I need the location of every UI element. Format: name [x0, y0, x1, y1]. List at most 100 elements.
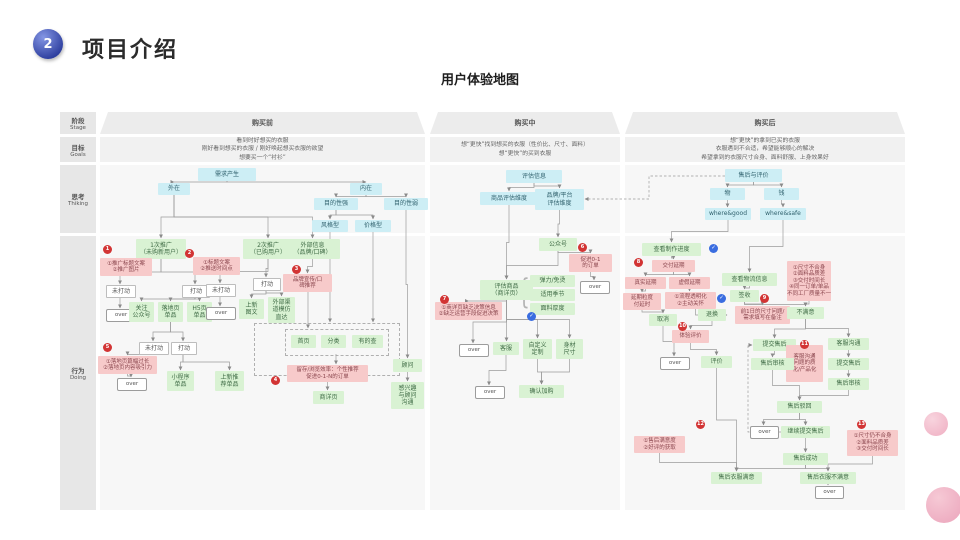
branch-node-n110: 未打动 [106, 285, 136, 298]
thought-node-n305: where&safe [760, 208, 806, 220]
page-title: 项目介绍 [82, 38, 179, 63]
painpoint-node-n333: ①售后满意度 ②好评的获取 [634, 436, 685, 453]
painpoint-node-n211: ①商详页缺乏决策信息 ②缺乏运营手段促进决策 [435, 302, 502, 320]
action-node-n214: 自定义 定制 [523, 339, 552, 359]
branch-node-n136: 未打动 [206, 284, 236, 297]
check-badge-bb21: ✓ [527, 312, 536, 321]
action-node-n128: 顾问 [393, 359, 422, 372]
over-node-n137: over [206, 307, 236, 320]
dashed-group-2 [285, 329, 389, 356]
over-node-n216: over [475, 386, 505, 399]
pain-badge-b21: 6 [578, 243, 587, 252]
action-node-n336: 售后衣服不满意 [800, 472, 856, 484]
pain-badge-b22: 7 [440, 295, 449, 304]
row-label-zh: 阶段 [71, 117, 85, 125]
action-node-n116: 2次推广 （已购用户） [243, 239, 293, 259]
over-node-n337: over [815, 486, 844, 499]
thought-node-n106: 风格型 [312, 220, 348, 232]
action-node-n113: 关注 公众号 [129, 302, 154, 322]
pain-badge-b11: 1 [103, 245, 112, 254]
decorative-circle-large [926, 487, 960, 523]
over-node-n320: over [660, 357, 690, 370]
action-node-n135: 上新推 荐单品 [215, 371, 244, 391]
thought-node-n101: 需求产生 [198, 168, 256, 181]
painpoint-node-n109: ①推广标题文案 ②推广图片 [100, 258, 152, 276]
pain-badge-b15: 5 [103, 343, 112, 352]
thought-node-n105: 目的性弱 [384, 198, 428, 210]
action-node-n326: 提交售后 [828, 358, 869, 370]
action-node-n332: 售后成功 [783, 453, 828, 465]
branch-node-n130: 未打动 [139, 342, 169, 355]
pain-badge-b37: 12 [696, 420, 705, 429]
pain-badge-b33: 8 [634, 258, 643, 267]
thought-node-n201: 评估信息 [506, 170, 562, 183]
painpoint-node-n122: 品牌宣传/口 碑推荐 [283, 274, 332, 292]
action-node-n129: 感兴趣 与顾问 沟通 [391, 382, 424, 409]
row-label-en: Doing [69, 375, 87, 381]
action-node-n120: 外部渠 道模仿 直达 [268, 297, 295, 323]
decorative-circle-small [924, 412, 948, 436]
check-badge-b31: ✓ [709, 244, 718, 253]
pain-badge-b36: 11 [800, 340, 809, 349]
action-node-n207: 评估商品 （商详页） [480, 280, 533, 300]
painpoint-node-n307: 交付延期 [652, 260, 695, 272]
pain-badge-b12: 2 [185, 249, 194, 258]
pain-badge-b13: 3 [292, 265, 301, 274]
goals-text-1: 看到时好想买的衣服 刚好看到想买的衣服 / 刚好唤起想买衣服的欲望 想要买一个“… [100, 137, 425, 162]
over-node-n330: over [750, 426, 779, 439]
action-node-n127: 商详页 [313, 391, 344, 404]
action-node-n123: 首页 [291, 335, 316, 348]
action-node-n114: 落地页 单品 [158, 302, 183, 322]
action-node-n121: 外部信息 （品牌/口碑） [285, 239, 340, 259]
painpoint-node-n334: ①尺寸仍不合身 ②面料品质差 ③交付时间长 [847, 430, 898, 456]
action-node-n209: 适用季节 [530, 289, 575, 301]
action-node-n217: 确认加购 [519, 385, 564, 398]
action-node-n215: 身材 尺寸 [556, 339, 583, 359]
painpoint-node-n308: 真实延期 [625, 277, 666, 289]
action-node-n204: 公众号 [539, 238, 577, 251]
action-node-n325: 客服沟通 [828, 338, 869, 350]
thought-node-n202: 商品评估维度 [480, 192, 538, 205]
over-node-n133: over [117, 378, 147, 391]
action-node-n331: 继续提交售后 [781, 426, 830, 438]
row-label-zh: 思考 [71, 193, 85, 201]
pain-badge-b38: 13 [857, 420, 866, 429]
action-node-n314: 查看物流信息 [722, 273, 777, 286]
action-node-n318: 不满意 [787, 307, 824, 319]
row-label-en: Stage [70, 125, 86, 131]
action-node-n208: 弹力/免烫 [530, 275, 575, 287]
diagram-title: 用户体验地图 [440, 73, 519, 88]
painpoint-node-n311: ①流程透明化 ②主动关怀 [665, 292, 716, 309]
painpoint-node-n132: ①落地页篇幅过长 ②落地页内容吸引力 [98, 356, 157, 374]
painpoint-node-n317: ①尺寸不合身 ②面料品质差 ③交付时间长 ④同一订单/单品 不同工厂质量不一 [787, 261, 831, 301]
row-label-zh: 行为 [71, 367, 85, 375]
action-node-n329: 售后驳回 [777, 401, 822, 413]
row-label-en: Thiking [67, 201, 89, 207]
painpoint-node-n126: 留存/浏览效率：个性推荐 促进0-1-N的订单 [287, 365, 368, 382]
action-node-n210: 面料厚度 [530, 303, 575, 315]
goals-text-2: 想“更快”找到想买的衣服（性价比、尺寸、面料） 想“更快”的买到衣服 [430, 137, 620, 162]
action-node-n312: 取消 [649, 314, 677, 326]
action-node-n119: 上新 图文 [239, 299, 264, 319]
over-node-n206: over [580, 281, 610, 294]
action-node-n125: 有的查 [352, 335, 383, 348]
stage-header-3: 购买后 [625, 112, 905, 134]
action-node-n328: 售后审核 [751, 358, 794, 370]
action-node-n108: 1次推广 （未购新用户） [136, 239, 186, 259]
action-node-n124: 分类 [321, 335, 346, 348]
thought-node-n104: 目的性强 [314, 198, 358, 210]
thought-node-n103: 内在 [350, 183, 382, 195]
action-node-n115: H5页 单品 [187, 302, 212, 322]
action-node-n321: 评价 [701, 356, 732, 368]
thought-node-n304: where&good [705, 208, 751, 220]
action-node-n213: 客服 [493, 342, 519, 355]
thought-node-n301: 售后与评价 [725, 169, 782, 182]
painpoint-node-n117: ①标题文案 ②推送时间点 [193, 257, 240, 275]
row-label-zh: 目标 [71, 143, 85, 152]
goals-text-3: 想“更快”的拿到已买的衣服 衣服遇到不合适，希望能够顺心的解决 希望拿到的衣服尺… [625, 137, 905, 162]
action-node-n327: 售后审核 [828, 378, 869, 390]
